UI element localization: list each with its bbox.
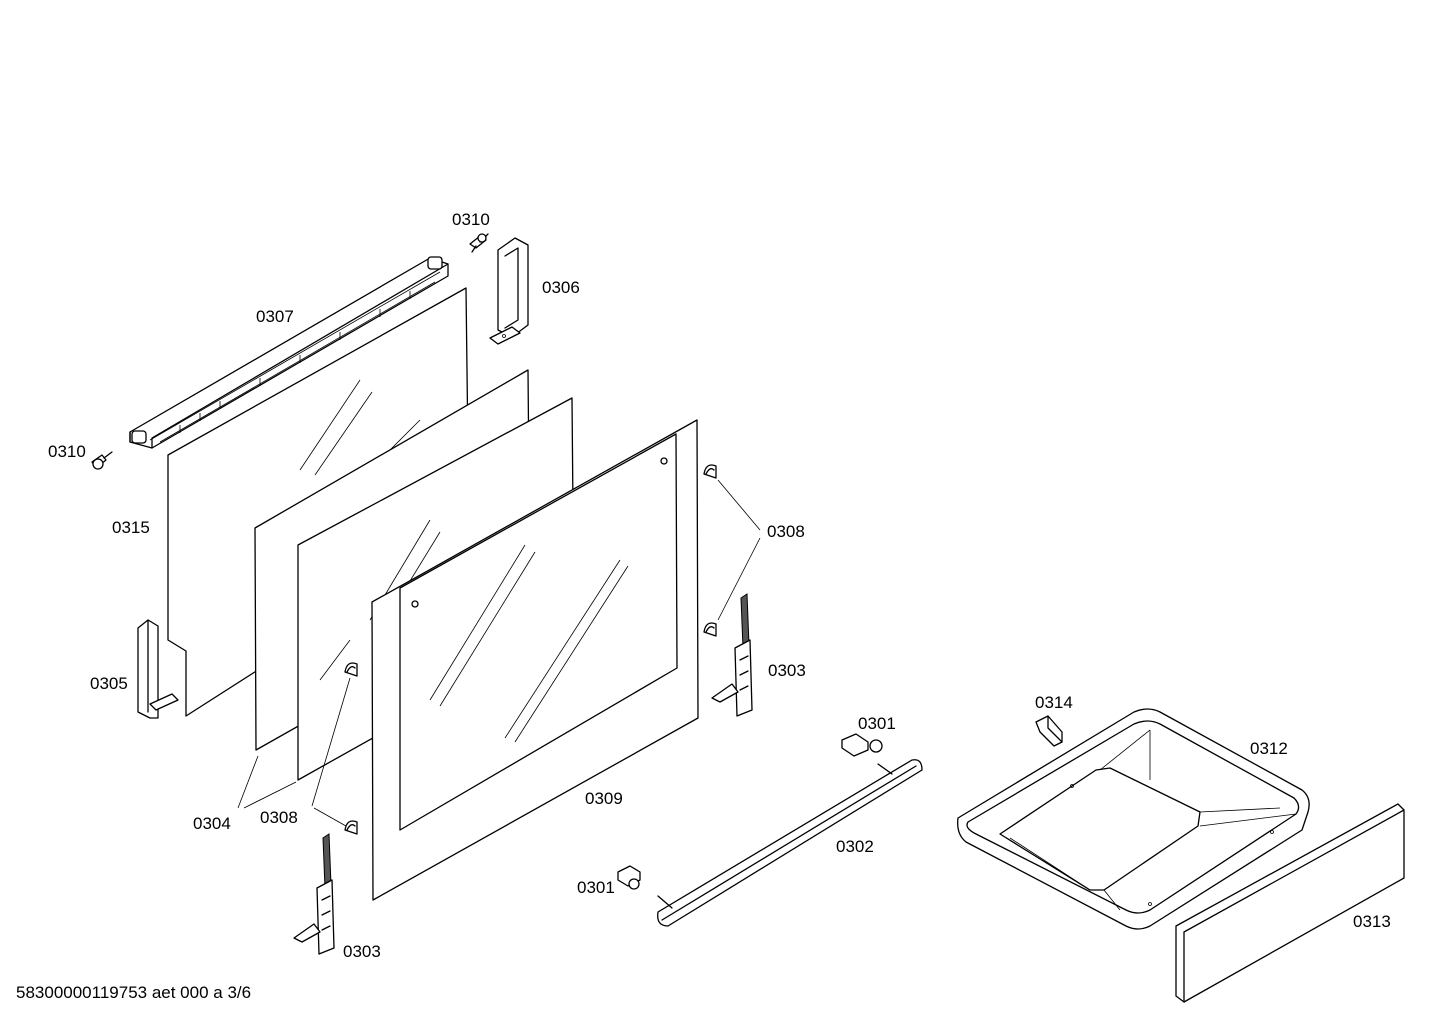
part-0309-front-door (371, 419, 699, 901)
label-0302: 0302 (836, 837, 874, 856)
label-0312: 0312 (1250, 739, 1288, 758)
label-0307: 0307 (256, 307, 294, 326)
leader-lines (237, 479, 761, 827)
label-0315: 0315 (112, 518, 150, 537)
part-0303-hinge-left (293, 833, 335, 955)
part-labels: 0310 0306 0307 0310 0315 0308 0305 0303 … (48, 210, 1391, 961)
part-0308-cap-left-top (344, 662, 358, 677)
label-0303-left: 0303 (343, 942, 381, 961)
part-0310-screw-left (91, 451, 113, 470)
part-0310-screw-top (469, 233, 489, 253)
label-0310-top: 0310 (452, 210, 490, 229)
part-0303-hinge-right (711, 593, 753, 717)
label-0303-right: 0303 (768, 661, 806, 680)
label-0308-right: 0308 (767, 522, 805, 541)
label-0310-left: 0310 (48, 442, 86, 461)
drawing-reference: 58300000119753 aet 000 a 3/6 (16, 983, 251, 1002)
part-0308-cap-left-bottom (344, 820, 358, 835)
part-0308-cap-right-bottom (703, 622, 717, 637)
part-0305-bracket (137, 619, 179, 719)
part-0301-endcap-left (617, 865, 641, 890)
label-0301-left: 0301 (577, 878, 615, 897)
part-0306-bracket (489, 237, 529, 345)
label-0314: 0314 (1035, 693, 1073, 712)
label-0306: 0306 (542, 278, 580, 297)
label-0309: 0309 (585, 789, 623, 808)
label-0308-left: 0308 (260, 808, 298, 827)
label-0313: 0313 (1353, 912, 1391, 931)
part-0313-drawer-front (1175, 803, 1405, 1003)
part-0301-endcap-right (841, 733, 883, 757)
part-0308-cap-right-top (703, 464, 717, 479)
part-0307-top-trim (129, 256, 449, 449)
part-0314-clip (1035, 715, 1063, 747)
label-0304: 0304 (193, 814, 231, 833)
label-0301-right: 0301 (858, 714, 896, 733)
part-0312-drawer-tray (957, 708, 1310, 930)
label-0305: 0305 (90, 674, 128, 693)
part-0302-handle (657, 759, 923, 927)
